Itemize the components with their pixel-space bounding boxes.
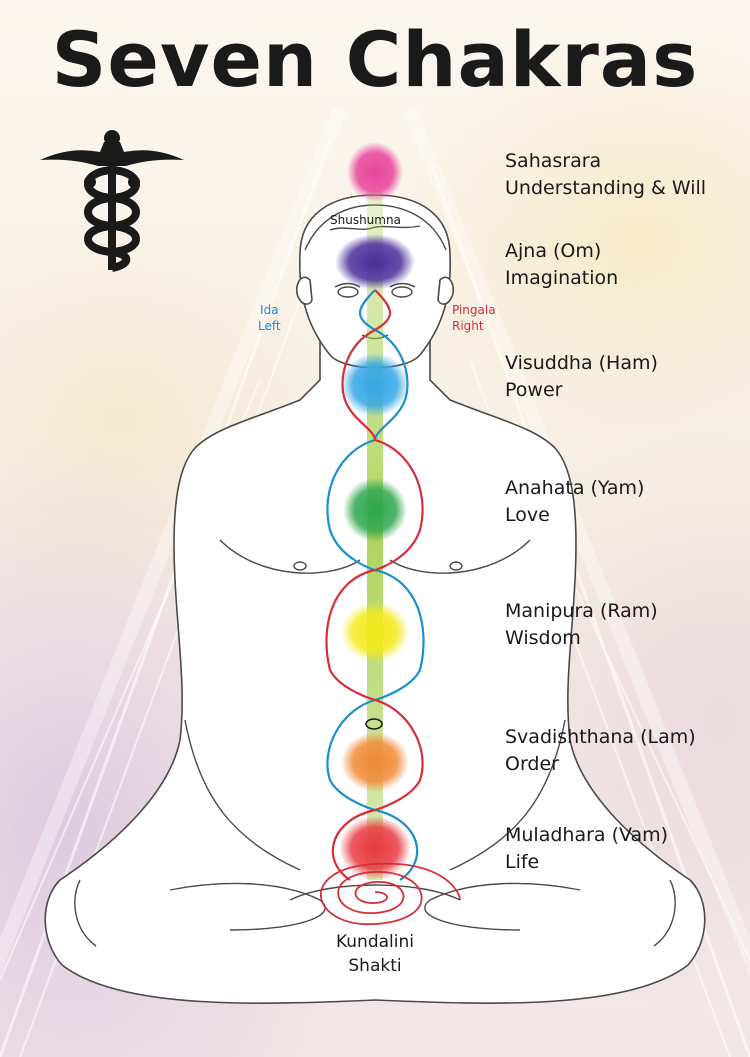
chakra-label-anahata: Anahata (Yam)Love — [505, 477, 645, 526]
chakra-label-svadishthana: Svadishthana (Lam)Order — [505, 726, 696, 775]
page-title: Seven Chakras — [51, 15, 699, 104]
chakra-visuddha — [341, 353, 409, 417]
chakra-svadishthana — [341, 732, 409, 792]
shushumna-label: Shushumna — [330, 213, 401, 227]
chakra-muladhara — [339, 816, 411, 880]
pingala-channel — [325, 289, 424, 881]
chakra-label-ajna: Ajna (Om)Imagination — [505, 240, 619, 289]
chakra-sahasrara — [347, 142, 403, 202]
chakra-label-muladhara: Muladhara (Vam)Life — [505, 824, 669, 873]
kundalini-spiral — [319, 862, 461, 925]
chakra-ajna — [335, 234, 415, 290]
ida-channel — [326, 289, 425, 881]
caduceus-icon — [40, 130, 184, 272]
chakra-anahata — [343, 478, 407, 542]
chakra-label-visuddha: Visuddha (Ham)Power — [505, 352, 658, 401]
chakra-manipura — [341, 602, 409, 662]
sacral-node — [365, 718, 383, 730]
chakra-label-manipura: Manipura (Ram)Wisdom — [505, 600, 658, 649]
